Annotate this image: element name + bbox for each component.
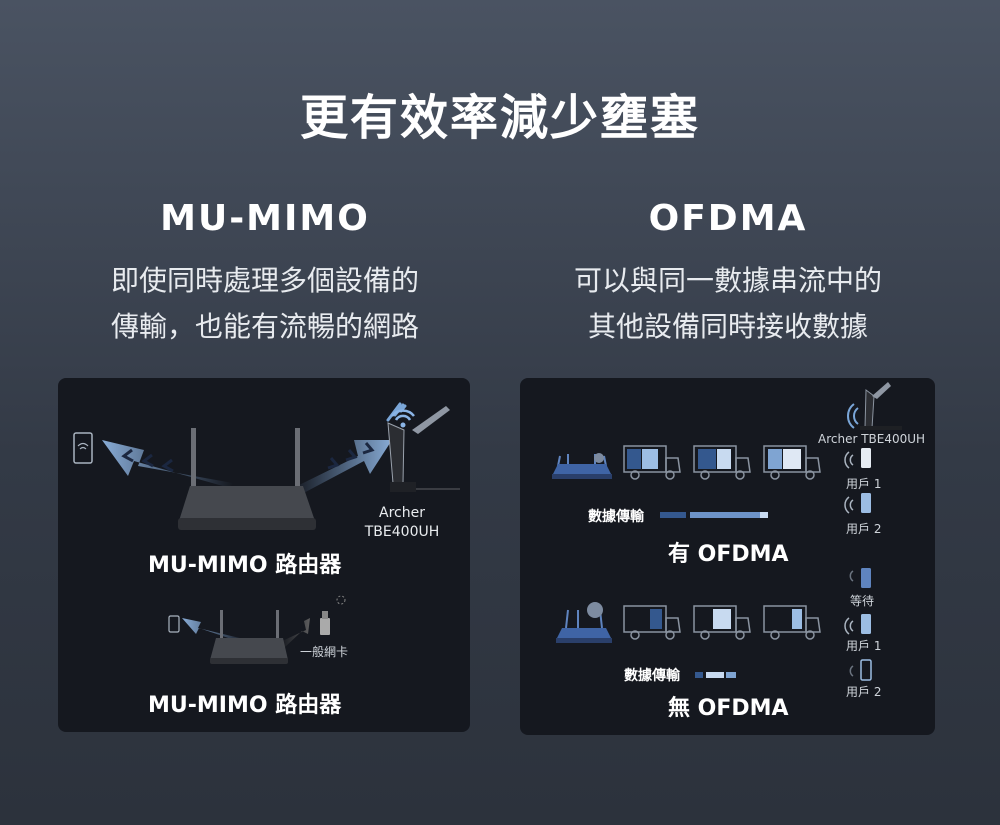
truck-icon-5 xyxy=(693,605,751,640)
small-gray-arrow xyxy=(280,618,310,648)
mu-mimo-panel: Archer TBE400UH MU-MIMO 路由器 一般網卡 MU-MIMO… xyxy=(58,378,470,732)
small-router-icon xyxy=(210,610,288,664)
router-label-bottom: MU-MIMO 路由器 xyxy=(148,693,342,718)
right-arrow-chevrons xyxy=(327,442,375,470)
without-ofdma-label: 無 OFDMA xyxy=(668,696,789,721)
mu-mimo-subtitle-line2: 傳輸，也能有流暢的網路 xyxy=(110,310,419,343)
router-label-top: MU-MIMO 路由器 xyxy=(148,553,342,578)
phone-icon-small xyxy=(168,615,180,633)
ofdma-subtitle: 可以與同一數據串流中的 其他設備同時接收數據 xyxy=(518,258,938,350)
waiting-label: 等待 xyxy=(850,594,875,608)
with-ofdma-data-transfer-label: 數據傳輸 xyxy=(588,509,644,525)
truck-icon-2 xyxy=(693,445,751,480)
user2-device-icon-top xyxy=(844,493,871,514)
generic-card-label: 一般網卡 xyxy=(300,645,349,659)
mu-mimo-illustration xyxy=(73,402,460,664)
user1-device-icon-bottom xyxy=(844,614,871,635)
ofdma-heading: OFDMA xyxy=(648,198,808,239)
archer-adapter-icon xyxy=(847,382,902,430)
small-left-arrow xyxy=(182,618,248,644)
router-blue-icon-bottom xyxy=(556,602,612,643)
left-arrow-shape xyxy=(102,440,233,488)
data-bar-bottom xyxy=(695,672,736,678)
phone-icon xyxy=(73,432,93,464)
ofdma-subtitle-line1: 可以與同一數據串流中的 xyxy=(573,264,882,297)
router-blue-icon-top xyxy=(552,453,612,479)
truck-icon-4 xyxy=(623,605,681,640)
archer-label-line1: Archer xyxy=(379,505,425,521)
ofdma-subtitle-line2: 其他設備同時接收數據 xyxy=(587,310,868,343)
archer-label: Archer TBE400UH xyxy=(818,432,926,446)
truck-icon-6 xyxy=(763,605,821,640)
with-ofdma-label: 有 OFDMA xyxy=(668,542,789,567)
ofdma-panel: Archer TBE400UH 用戶 1 用戶 2 數據傳輸 有 OFDMA 等… xyxy=(520,378,935,735)
mu-mimo-heading: MU-MIMO xyxy=(160,198,370,239)
data-bar-top xyxy=(660,512,768,518)
archer-adapter-icon xyxy=(386,402,460,492)
right-arrow-shape xyxy=(293,440,392,496)
truck-icon-3 xyxy=(763,445,821,480)
usb-adapter-icon xyxy=(320,595,346,635)
with-ofdma-user2-label: 用戶 2 xyxy=(846,522,882,536)
archer-label-line2: TBE400UH xyxy=(364,524,440,540)
mu-mimo-subtitle: 即使同時處理多個設備的 傳輸，也能有流暢的網路 xyxy=(55,258,475,350)
user1-device-icon-top xyxy=(844,448,871,469)
user2-device-icon-bottom xyxy=(849,659,872,681)
ofdma-illustration xyxy=(552,382,902,681)
without-ofdma-user1-label: 用戶 1 xyxy=(846,639,882,653)
with-ofdma-user1-label: 用戶 1 xyxy=(846,477,882,491)
truck-icon-1 xyxy=(623,445,681,480)
mu-mimo-router-icon xyxy=(178,428,316,530)
without-ofdma-data-transfer-label: 數據傳輸 xyxy=(624,668,680,684)
waiting-device-icon xyxy=(849,568,871,588)
mu-mimo-subtitle-line1: 即使同時處理多個設備的 xyxy=(110,264,419,297)
left-arrow-chevrons xyxy=(121,448,174,473)
without-ofdma-user2-label: 用戶 2 xyxy=(846,685,882,699)
page-title: 更有效率減少壅塞 xyxy=(299,90,700,146)
archer-label: Archer TBE400UH xyxy=(354,504,450,542)
